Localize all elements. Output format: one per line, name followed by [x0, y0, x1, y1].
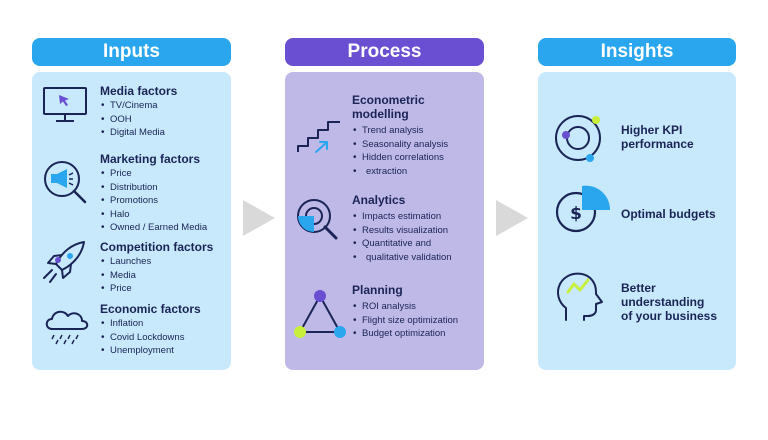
list-item: TV/Cinema [100, 99, 177, 113]
list-item: qualitative validation [352, 251, 452, 265]
analytics-block: Analytics Impacts estimation Results vis… [352, 193, 452, 264]
insights-panel [538, 72, 736, 370]
economic-factors-list: Inflation Covid Lockdowns Unemployment [100, 317, 201, 358]
planning-list: ROI analysis Flight size optimization Bu… [352, 300, 458, 341]
list-item: Quantitative and [352, 237, 452, 251]
marketing-factors-list: Price Distribution Promotions Halo Owned… [100, 167, 207, 235]
economic-factors-block: Economic factors Inflation Covid Lockdow… [100, 302, 201, 358]
competition-factors-title: Competition factors [100, 240, 214, 254]
flow-arrow-inputs-to-process [243, 200, 275, 236]
higher-kpi-line1: Higher KPI [621, 123, 683, 137]
media-factors-list: TV/Cinema OOH Digital Media [100, 99, 177, 140]
list-item: Impacts estimation [352, 210, 452, 224]
head-insight-icon [550, 266, 608, 324]
svg-text:$: $ [570, 204, 582, 224]
megaphone-icon [40, 157, 90, 207]
competition-factors-list: Launches Media Price [100, 255, 213, 296]
magnifier-chart-icon [292, 194, 342, 244]
better-understanding-label: Better understanding of your business [621, 281, 717, 323]
econometric-modelling-list: Trend analysis Seasonality analysis Hidd… [352, 124, 448, 178]
econometric-modelling-title-line2: modelling [352, 107, 409, 121]
optimal-budgets-label: Optimal budgets [621, 207, 716, 221]
list-item: Hidden correlations [352, 151, 448, 165]
planning-block: Planning ROI analysis Flight size optimi… [352, 283, 458, 341]
economic-factors-title: Economic factors [100, 302, 201, 316]
marketing-factors-block: Marketing factors Price Distribution Pro… [100, 152, 207, 235]
econometric-modelling-block: Econometric modelling Trend analysis Sea… [352, 93, 448, 178]
list-item: Price [100, 167, 207, 181]
list-item: Owned / Earned Media [100, 221, 207, 235]
better-understanding-line2: understanding [621, 295, 705, 309]
list-item: Covid Lockdowns [100, 331, 201, 345]
list-item: extraction [352, 165, 448, 179]
dollar-pie-icon: $ [548, 180, 614, 236]
econometric-modelling-title-line1: Econometric [352, 93, 425, 107]
process-header: Process [285, 38, 484, 66]
competition-factors-block: Competition factors Launches Media Price [100, 240, 213, 296]
list-item: Promotions [100, 194, 207, 208]
higher-kpi-label: Higher KPI performance [621, 123, 694, 151]
media-factors-block: Media factors TV/Cinema OOH Digital Medi… [100, 84, 177, 140]
flow-arrow-process-to-insights [496, 200, 528, 236]
monitor-icon [42, 86, 88, 124]
target-orbit-icon [550, 110, 606, 166]
list-item: Seasonality analysis [352, 138, 448, 152]
list-item: Media [100, 269, 213, 283]
marketing-factors-title: Marketing factors [100, 152, 201, 166]
higher-kpi-line2: performance [621, 137, 694, 151]
better-understanding-line3: of your business [621, 309, 718, 323]
triangle-network-icon [290, 286, 346, 342]
list-item: Launches [100, 255, 213, 269]
list-item: Digital Media [100, 126, 177, 140]
planning-title: Planning [352, 283, 403, 297]
analytics-title: Analytics [352, 193, 406, 207]
list-item: Trend analysis [352, 124, 448, 138]
media-factors-title: Media factors [100, 84, 178, 98]
list-item: Distribution [100, 181, 207, 195]
list-item: Flight size optimization [352, 314, 458, 328]
optimal-budgets-line1: Optimal budgets [621, 207, 716, 221]
list-item: Unemployment [100, 344, 201, 358]
inputs-header: Inputs [32, 38, 231, 66]
insights-header: Insights [538, 38, 736, 66]
rocket-icon [40, 238, 90, 284]
list-item: Inflation [100, 317, 201, 331]
stairs-icon [296, 118, 342, 156]
list-item: Halo [100, 208, 207, 222]
list-item: OOH [100, 113, 177, 127]
list-item: ROI analysis [352, 300, 458, 314]
list-item: Results visualization [352, 224, 452, 238]
list-item: Price [100, 282, 213, 296]
better-understanding-line1: Better [621, 281, 656, 295]
analytics-list: Impacts estimation Results visualization… [352, 210, 452, 264]
list-item: Budget optimization [352, 327, 458, 341]
rain-cloud-icon [42, 305, 92, 345]
